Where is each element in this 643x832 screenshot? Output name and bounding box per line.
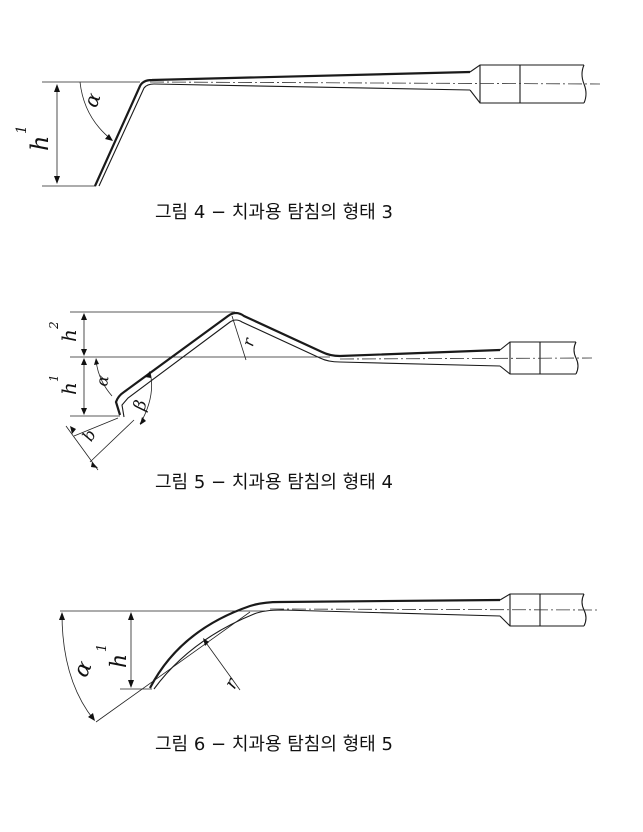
fig6-r-arrow	[203, 638, 209, 646]
fig5-beta-arrow-bottom	[140, 417, 146, 425]
fig5-alpha-arrow	[94, 358, 99, 365]
fig4-handle-top	[469, 64, 584, 73]
fig5-alpha-label: α	[92, 374, 113, 388]
fig5-handle-break	[573, 341, 579, 375]
fig5-h2-arrow-bottom	[81, 349, 87, 356]
fig5-probe-lower-edge	[121, 319, 501, 418]
figure-4-drawing: h 1 α	[14, 64, 601, 187]
figure-5-drawing: h 2 h 1 α β r b	[47, 311, 593, 471]
fig6-h1-arrow-top	[128, 612, 134, 620]
fig4-handle-break	[581, 64, 587, 104]
fig4-h1-subscript: 1	[14, 125, 30, 134]
fig5-h2-subscript: 2	[47, 321, 61, 330]
fig5-beta-label: β	[129, 398, 151, 414]
fig5-h1-arrow-top	[81, 358, 87, 365]
fig5-h2-arrow-top	[81, 313, 87, 320]
figure-6-drawing: h 1 α r	[59, 593, 601, 723]
fig5-b-dimension-line	[65, 425, 99, 471]
fig5-h2-label: h	[57, 329, 81, 342]
fig4-handle-bottom	[469, 89, 584, 104]
fig6-h1-label: h	[107, 654, 132, 668]
figure-4-caption: 그림 4 − 치과용 탐침의 형태 3	[155, 202, 393, 223]
fig5-b-arrow-2	[91, 462, 98, 468]
fig4-centerline	[149, 81, 601, 85]
fig5-r-leader	[231, 315, 247, 361]
fig6-r-leader	[203, 639, 241, 691]
fig4-probe-lower-edge	[98, 83, 471, 187]
fig5-handle-bottom	[499, 365, 576, 375]
fig6-handle-top	[499, 593, 584, 601]
figure-5-caption: 그림 5 − 치과용 탐침의 형태 4	[155, 472, 393, 493]
fig6-centerline	[269, 608, 601, 611]
fig6-alpha-label: α	[69, 657, 98, 681]
fig5-h1-subscript: 1	[47, 374, 61, 382]
fig6-probe-upper-edge	[149, 598, 501, 689]
fig6-h1-arrow-bottom	[128, 680, 134, 688]
fig4-alpha-arc	[79, 81, 113, 141]
fig5-b-extension-2	[89, 419, 135, 463]
fig4-h1-label: h	[26, 136, 54, 151]
fig4-probe-upper-edge	[93, 70, 471, 187]
fig6-alpha-arrow-top	[59, 612, 65, 620]
fig6-h1-subscript: 1	[95, 644, 110, 652]
fig5-h1-label: h	[57, 382, 81, 395]
fig4-alpha-label: α	[78, 89, 105, 110]
figure-6-caption: 그림 6 − 치과용 탐침의 형태 5	[155, 734, 393, 755]
fig6-handle-bottom	[499, 615, 584, 627]
fig5-handle-top	[499, 341, 576, 351]
fig4-h1-arrow-bottom	[54, 176, 60, 184]
fig6-alpha-arrow-bottom	[88, 713, 95, 721]
fig4-h1-arrow-top	[54, 84, 60, 92]
fig5-b-label: b	[78, 426, 100, 444]
fig6-probe-lower-edge	[153, 609, 501, 690]
fig5-b-extension-1	[73, 417, 119, 437]
fig6-tangent-line	[95, 611, 251, 723]
fig4-alpha-arrow	[105, 134, 113, 141]
fig5-probe-upper-edge	[114, 311, 501, 416]
fig6-alpha-arc	[61, 613, 95, 721]
fig5-beta-arrow-top	[145, 371, 151, 378]
fig5-b-arrow-1	[70, 426, 76, 434]
fig5-h1-arrow-bottom	[81, 408, 87, 415]
fig5-centerline	[339, 357, 593, 360]
fig6-r-label: r	[220, 674, 243, 693]
